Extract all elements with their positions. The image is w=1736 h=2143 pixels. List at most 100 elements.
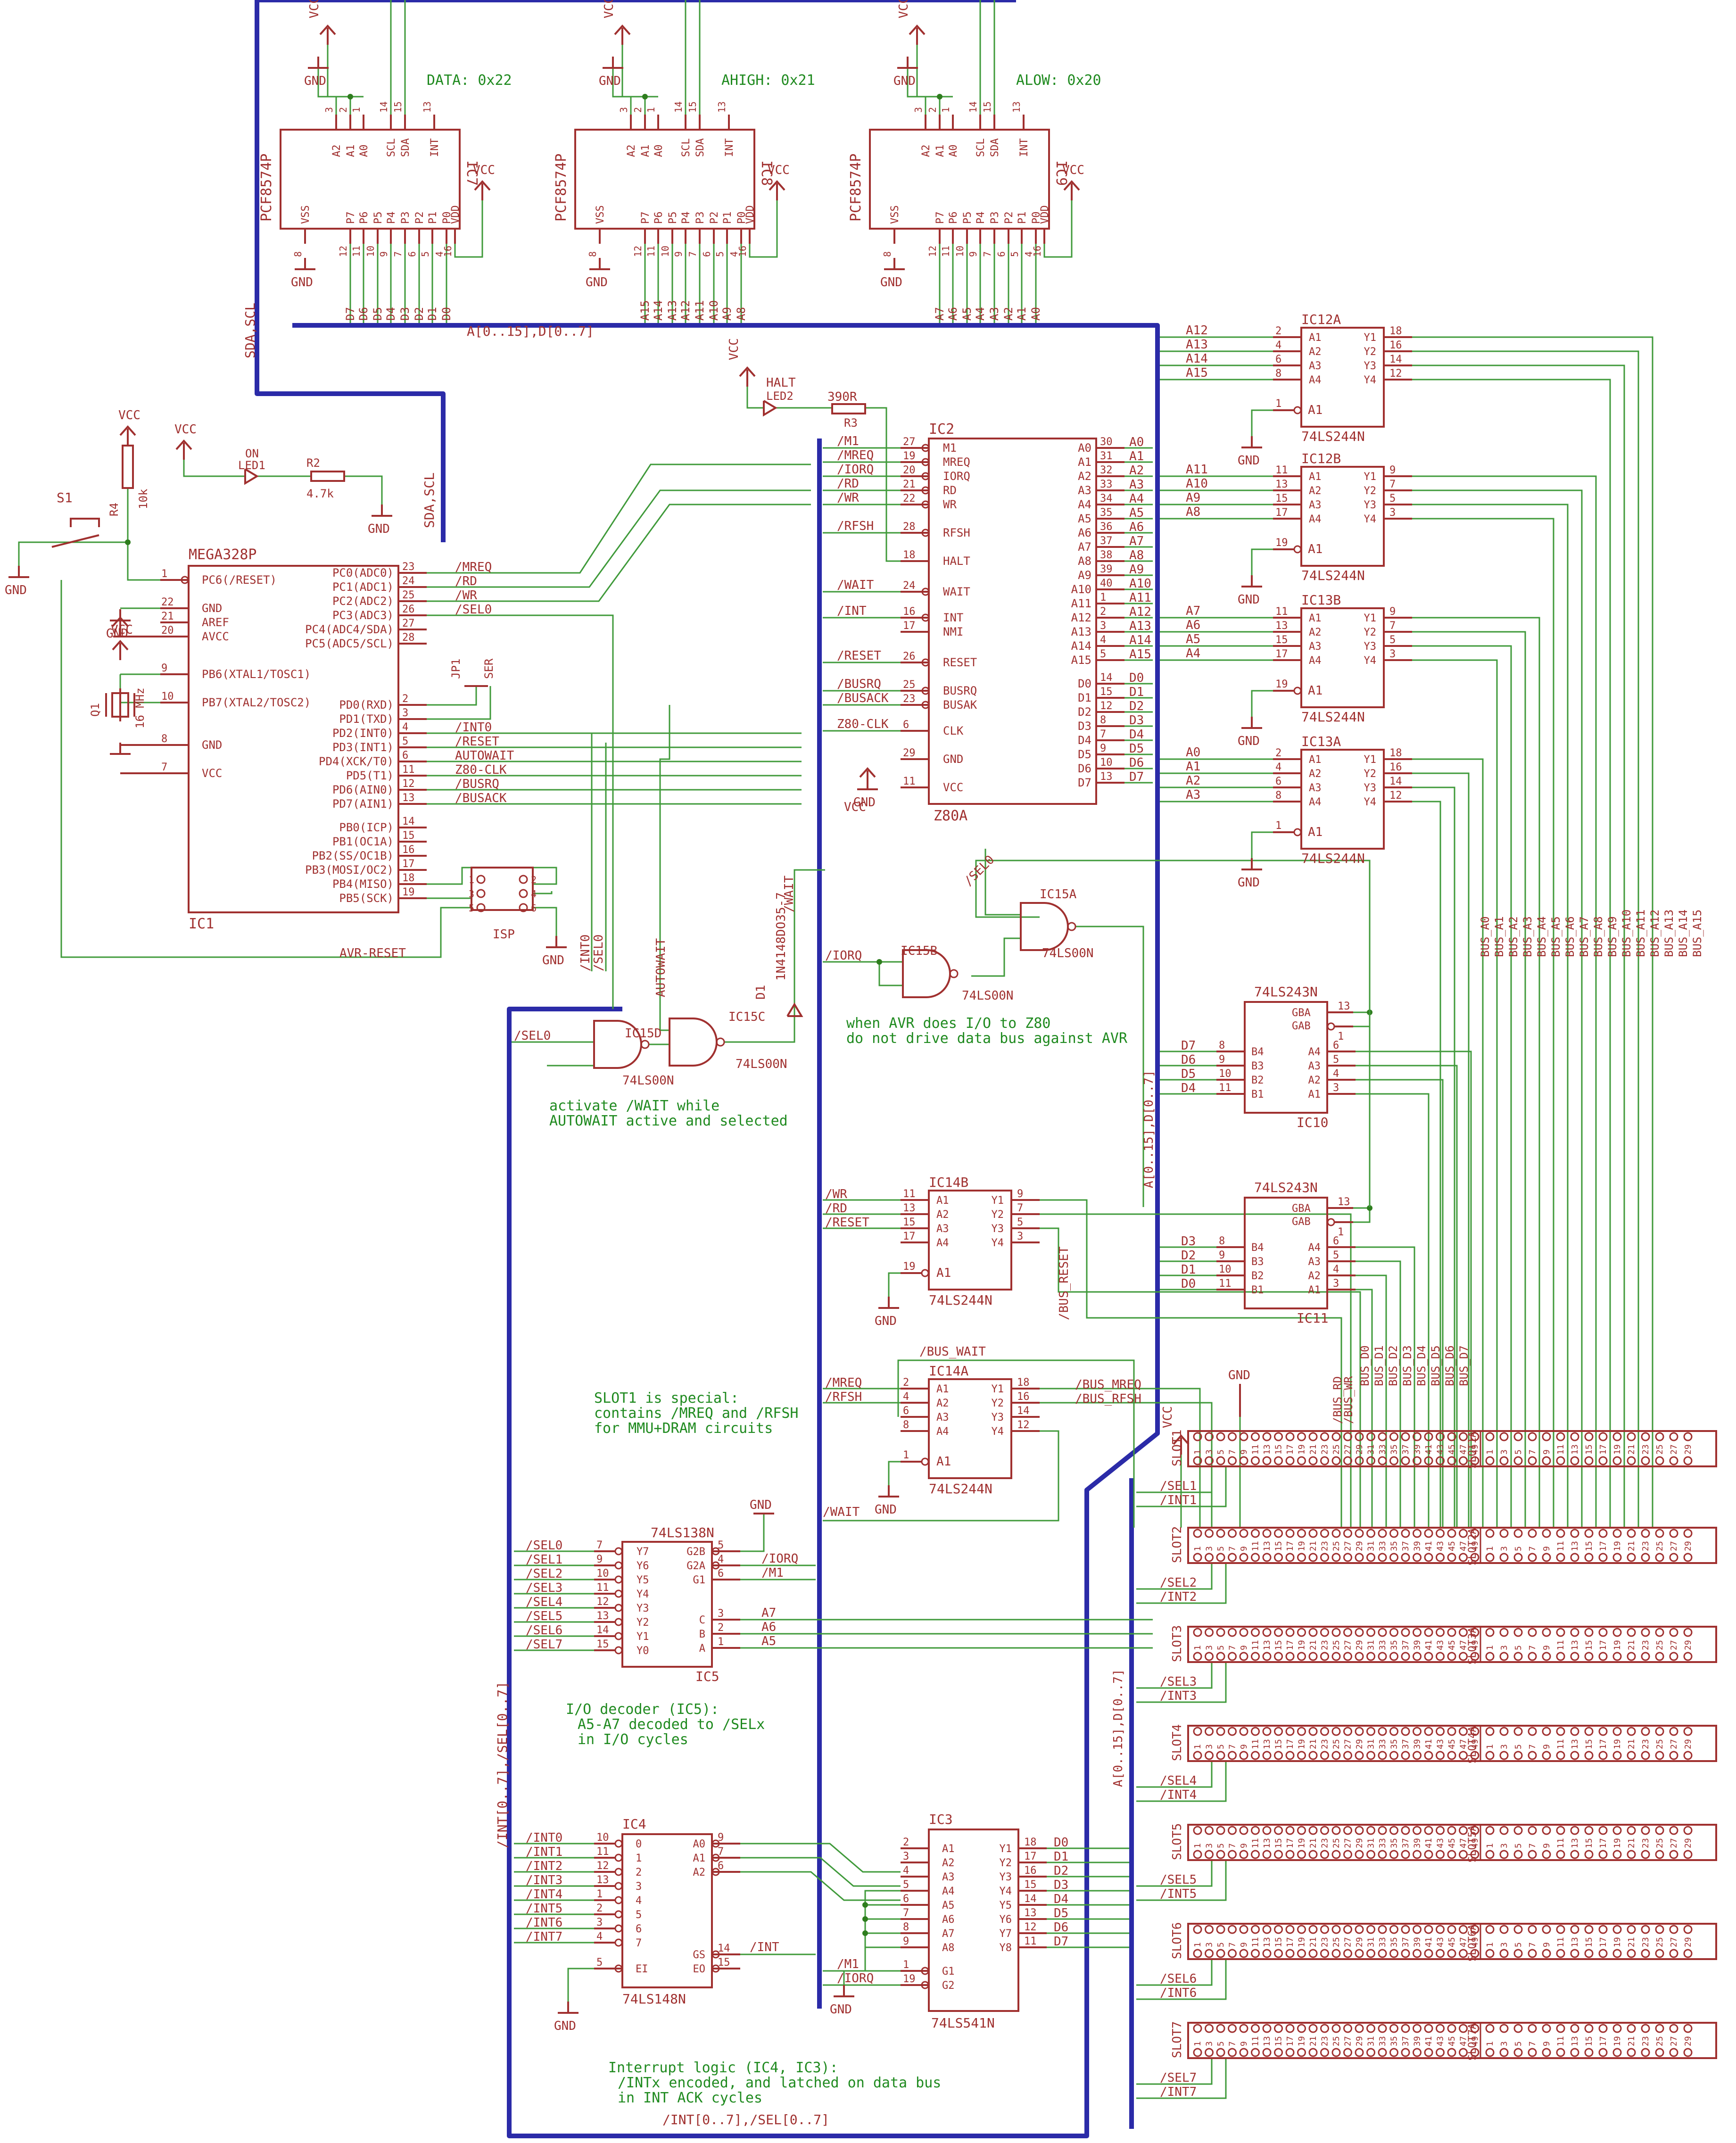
- slot-pin-num: 33: [1378, 1444, 1388, 1455]
- slot-pin-num: 23: [1641, 1838, 1651, 1848]
- slot-pin-num: 15: [1274, 1640, 1284, 1650]
- buffer-pin-num: 14: [1017, 1405, 1030, 1417]
- slot-pin: [1239, 1529, 1248, 1538]
- z80-pin-name: IORQ: [943, 470, 970, 483]
- slot-pin-num: 1: [1485, 1449, 1495, 1455]
- buffer-pin-name: A4: [1309, 796, 1322, 808]
- slot-pin: [1343, 1751, 1352, 1760]
- z80-pin-name: BUSAK: [943, 698, 977, 712]
- expander-pin-name: A2: [626, 145, 637, 157]
- decoder-pin-name: Y1: [637, 1631, 649, 1643]
- slot-pin: [1447, 1925, 1456, 1934]
- slot-pin: [1297, 1850, 1306, 1859]
- slot-pin: [1193, 1727, 1202, 1736]
- slot-pin: [1366, 2024, 1375, 2033]
- buffer-g-spacer: A1: [1308, 684, 1323, 698]
- expander-pin-name: VDD: [1039, 205, 1051, 224]
- z80-net-label: D6: [1129, 756, 1144, 770]
- ic15a-in2: [971, 937, 1021, 977]
- slot-pin-num: 37: [1401, 2036, 1411, 2046]
- buffer-pin-name: A4: [1309, 374, 1322, 386]
- slot-pin: [1401, 1826, 1410, 1835]
- slot-pin: [1401, 1529, 1410, 1538]
- latch-pin-num: 7: [903, 1907, 909, 1919]
- jp1-label: SER: [482, 658, 496, 679]
- gnd-label: GND: [291, 275, 313, 290]
- buffer-pin-num: 4: [1275, 761, 1281, 773]
- slot-pin: [1366, 2048, 1375, 2057]
- slot-pin: [1584, 2024, 1594, 2033]
- slot-pin-num: 45: [1447, 1739, 1457, 1749]
- r3-ref: R3: [844, 416, 858, 430]
- transceiver-pin-num: 6: [1333, 1040, 1339, 1051]
- bus-reset-label: /BUS_RESET: [1057, 1246, 1071, 1320]
- slot-ext-name: SLOT7A: [1467, 2023, 1479, 2060]
- mcu-pin-name: PC5(ADC5/SCL): [305, 637, 394, 650]
- slot-pin: [1570, 2024, 1579, 2033]
- slot-pin: [1205, 2024, 1214, 2033]
- expander-pin-name: P6: [948, 212, 959, 224]
- slot-pin-num: 23: [1641, 1444, 1651, 1455]
- encoder-pin-name: GS: [693, 1949, 706, 1961]
- z80-pin-name: A15: [1071, 654, 1091, 667]
- expander-pin-name: A2: [331, 145, 343, 157]
- slot-pin: [1274, 2024, 1283, 2033]
- slot-pin-num: 35: [1389, 1640, 1399, 1650]
- transceiver-part: 74LS243N: [1254, 984, 1318, 1000]
- slot-pin: [1459, 1925, 1468, 1934]
- slot-pin-num: 23: [1320, 1444, 1330, 1455]
- transceiver-pin-name: B2: [1251, 1075, 1264, 1086]
- slot-pin-num: 13: [1262, 1739, 1272, 1749]
- slot-pin: [1485, 1456, 1495, 1465]
- vcc-label: VCC: [111, 623, 133, 637]
- slot-pin-num: 7: [1528, 1645, 1538, 1650]
- buffer-pin-num: 5: [1017, 1216, 1023, 1228]
- buffer-pin-num: 13: [903, 1202, 916, 1214]
- expander-pin-name: SDA: [989, 138, 1001, 157]
- note-avr-io: when AVR does I/O to Z80: [846, 1015, 1050, 1032]
- slot-pin: [1447, 1850, 1456, 1859]
- slot-pin: [1193, 1432, 1202, 1441]
- slot-pin: [1343, 1925, 1352, 1934]
- z80-net-label: /WR: [837, 491, 859, 505]
- buffer-ic12a: [1300, 327, 1385, 428]
- transceiver-pin-num: 3: [1333, 1278, 1339, 1290]
- slot-pin: [1485, 1751, 1495, 1760]
- slot-pin-num: 11: [1556, 1937, 1566, 1947]
- slot-pin: [1193, 2024, 1202, 2033]
- slot-pin: [1366, 1826, 1375, 1835]
- expander-pin-name: VSS: [889, 205, 901, 224]
- encoder-net-label: /INT7: [526, 1930, 562, 1944]
- slot-pin: [1470, 1925, 1480, 1934]
- decoder-pin-name: Y7: [637, 1546, 649, 1558]
- bus-addr-label: BUS_A7: [1578, 916, 1591, 957]
- decoder-pin-num: 9: [596, 1554, 603, 1565]
- slot-sel-label: /SEL2: [1160, 1576, 1197, 1590]
- mcu-pin-num: 17: [402, 858, 415, 870]
- buffer-output-wire: [1412, 379, 1611, 1528]
- expander-pin-num: 7: [687, 251, 698, 257]
- mcu-net-label: /BUSRQ: [455, 777, 499, 791]
- slot-pin-num: 13: [1262, 1640, 1272, 1650]
- slot-pin: [1485, 2024, 1495, 2033]
- slot-pin-num: 13: [1570, 1838, 1580, 1848]
- slot-pin-num: 25: [1331, 1937, 1341, 1947]
- slot-pin: [1320, 1751, 1329, 1760]
- buffer-output-wire: [1412, 518, 1554, 1528]
- slot-pin: [1274, 1949, 1283, 1958]
- slot-pin: [1436, 2048, 1445, 2057]
- slot-pin: [1436, 1529, 1445, 1538]
- sel0-label: /SEL0: [592, 935, 606, 971]
- transceiver-output-wire: [1356, 1274, 1387, 1528]
- slot-pin-num: 13: [1262, 1541, 1272, 1551]
- decoder-net-label: A6: [761, 1620, 776, 1634]
- slot-pin: [1239, 1553, 1248, 1562]
- latch-pin-num: 11: [1024, 1936, 1037, 1947]
- slot-pin: [1612, 2048, 1622, 2057]
- z80-pin-num: 22: [903, 493, 916, 505]
- slot-pin-num: 3: [1499, 1645, 1509, 1650]
- slot-pin: [1251, 2024, 1260, 2033]
- slot-pin-num: 37: [1401, 1838, 1411, 1848]
- z80-pin-name: D3: [1078, 720, 1091, 733]
- slot-pin: [1366, 1652, 1375, 1661]
